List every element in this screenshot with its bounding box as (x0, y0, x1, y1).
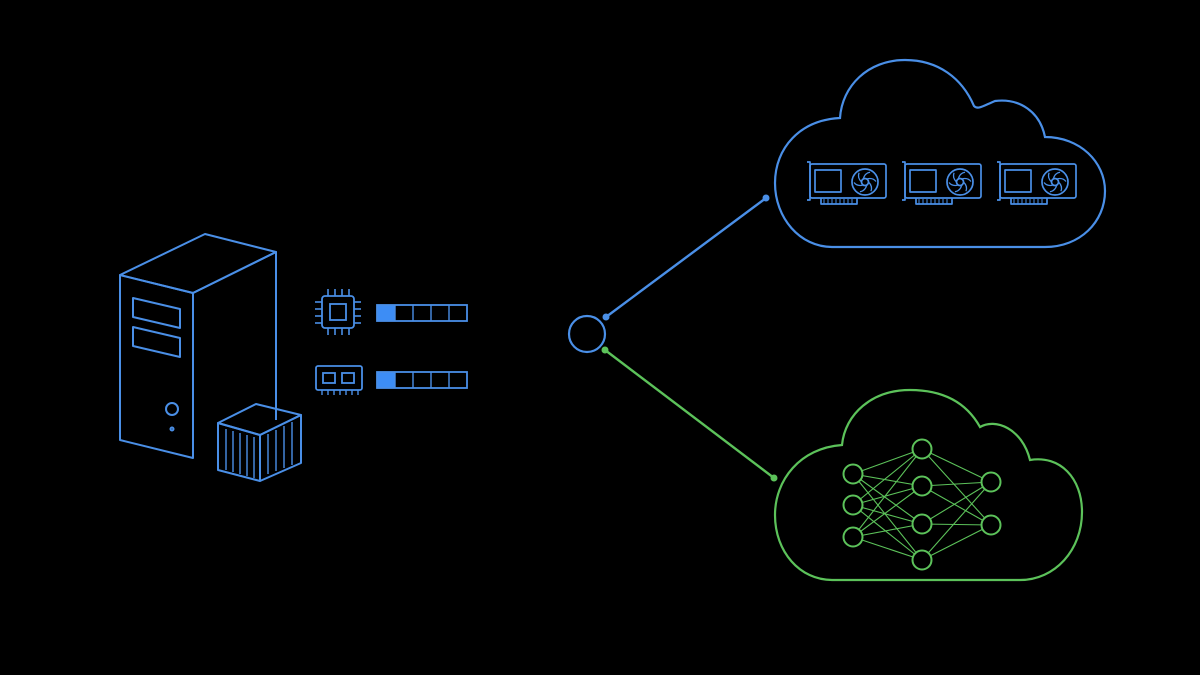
connection-hub-icon (567, 314, 607, 354)
neural-network-edges (852, 448, 992, 561)
neural-network-nodes (842, 438, 1002, 571)
nn-node (842, 494, 864, 516)
nn-edge (921, 481, 992, 561)
memory-module-icon (315, 365, 363, 395)
nn-edge (852, 448, 923, 538)
nn-node (911, 438, 933, 460)
edge-endpoint-dot (601, 346, 609, 354)
nn-edge (921, 481, 992, 487)
edge-endpoint-dot (602, 313, 610, 321)
nn-edge (852, 448, 923, 506)
nn-edge (921, 524, 992, 561)
cpu-usage-bar (376, 304, 468, 322)
nn-edge (852, 504, 923, 561)
memory-usage-fill (377, 372, 395, 388)
nn-edge (852, 504, 923, 525)
nn-edge (921, 448, 992, 526)
gpu-card-list (807, 161, 1077, 205)
nn-node (911, 513, 933, 535)
nn-edge (852, 448, 923, 475)
nn-node (980, 514, 1002, 536)
neural-network-cloud-icon (773, 388, 1084, 582)
container-box-icon (217, 403, 302, 482)
gpu-card-icon (902, 161, 982, 205)
nn-edge (852, 485, 923, 538)
edge-endpoint-dot (762, 194, 770, 202)
nn-edge (852, 473, 923, 525)
nn-edge (852, 523, 923, 538)
nn-node (980, 471, 1002, 493)
nn-node (911, 475, 933, 497)
nn-edge (852, 536, 923, 561)
nn-node (911, 549, 933, 571)
nn-edge (921, 481, 992, 525)
nn-edge (852, 473, 923, 487)
nn-node (842, 526, 864, 548)
nn-edge (852, 473, 923, 561)
cpu-chip-icon (315, 289, 361, 335)
nn-node (842, 463, 864, 485)
nn-edge (921, 448, 992, 483)
edge-hub-to-gpu-cloud (605, 197, 767, 318)
gpu-card-icon (997, 161, 1077, 205)
edge-hub-to-ai-cloud (604, 349, 775, 479)
cpu-usage-fill (377, 305, 395, 321)
nn-edge (921, 485, 992, 526)
nn-edge (852, 485, 923, 506)
memory-usage-bar (376, 371, 468, 389)
nn-edge (921, 523, 992, 526)
gpu-cloud-icon (773, 58, 1107, 249)
edge-endpoint-dot (770, 474, 778, 482)
gpu-card-icon (807, 161, 887, 205)
server-tower-icon (119, 233, 277, 459)
